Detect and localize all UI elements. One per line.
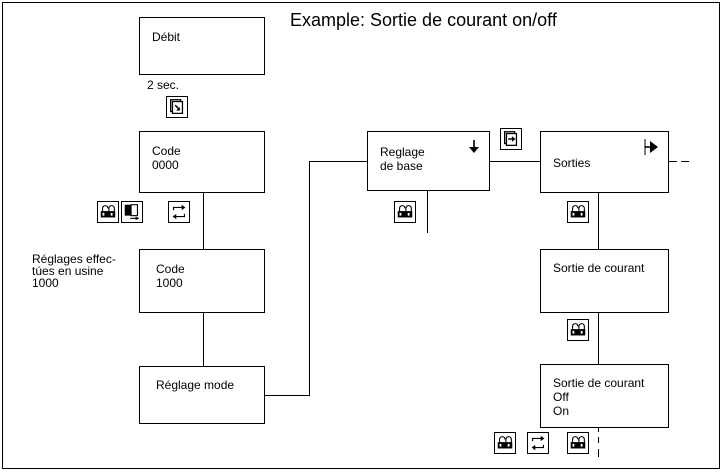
cycle-arrows-icon xyxy=(168,201,190,223)
sortie-courant-label: Sortie de courant xyxy=(553,261,645,275)
diagram-frame xyxy=(2,2,720,469)
reglage-base-box: Reglage de base xyxy=(367,131,490,191)
two-sec-label: 2 sec. xyxy=(147,78,180,92)
debit-box: Débit xyxy=(139,17,265,75)
connector xyxy=(598,313,599,364)
next-page-icon xyxy=(500,128,522,150)
key-pad-icon xyxy=(567,319,589,341)
sortie-courant-onoff-box: Sortie de courant Off On xyxy=(540,364,669,428)
reglage-mode-box: Réglage mode xyxy=(139,366,265,424)
connector xyxy=(264,395,309,396)
diagram-title: Example: Sortie de courant on/off xyxy=(290,10,557,30)
connector xyxy=(489,161,540,162)
on-option: On xyxy=(553,404,570,418)
menu-enter-icon xyxy=(166,96,188,118)
display-toggle-icon xyxy=(121,201,143,223)
factory-setting-value: 1000 xyxy=(32,276,59,290)
connector-dashed xyxy=(681,161,689,162)
connector xyxy=(598,428,599,432)
right-arrow-icon xyxy=(644,139,658,155)
code-value: 0000 xyxy=(152,158,179,172)
key-pad-icon xyxy=(494,432,516,454)
code-value: 1000 xyxy=(156,276,183,290)
reglage-base-label: Reglage xyxy=(380,145,425,159)
reglage-base-label-2: de base xyxy=(380,159,423,173)
down-arrow-icon xyxy=(469,140,479,153)
factory-setting-label: Réglages effec- xyxy=(32,252,116,266)
connector xyxy=(309,161,310,396)
connector-dashed xyxy=(669,161,677,162)
reglage-mode-label: Réglage mode xyxy=(156,378,235,392)
connector-dashed xyxy=(598,437,599,443)
connector xyxy=(203,193,204,249)
key-pad-icon xyxy=(394,201,416,223)
code-1000-box: Code 1000 xyxy=(139,249,265,313)
sorties-box: Sorties xyxy=(540,131,669,193)
key-pad-icon xyxy=(97,201,119,223)
key-pad-icon xyxy=(567,432,589,454)
code-0000-box: Code 0000 xyxy=(139,131,265,193)
sortie-courant-box: Sortie de courant xyxy=(540,249,669,313)
debit-label: Débit xyxy=(152,30,181,44)
sorties-label: Sorties xyxy=(553,156,591,170)
key-pad-icon xyxy=(567,201,589,223)
factory-setting-label: túes en usine xyxy=(32,264,104,278)
connector-dashed xyxy=(598,449,599,457)
off-option: Off xyxy=(553,390,569,404)
code-label: Code xyxy=(152,144,181,158)
connector xyxy=(598,193,599,249)
code-label: Code xyxy=(156,262,185,276)
connector xyxy=(427,191,428,233)
cycle-arrows-icon xyxy=(527,432,549,454)
sortie-courant-label: Sortie de courant xyxy=(553,376,645,390)
connector xyxy=(203,313,204,366)
connector xyxy=(309,161,367,162)
